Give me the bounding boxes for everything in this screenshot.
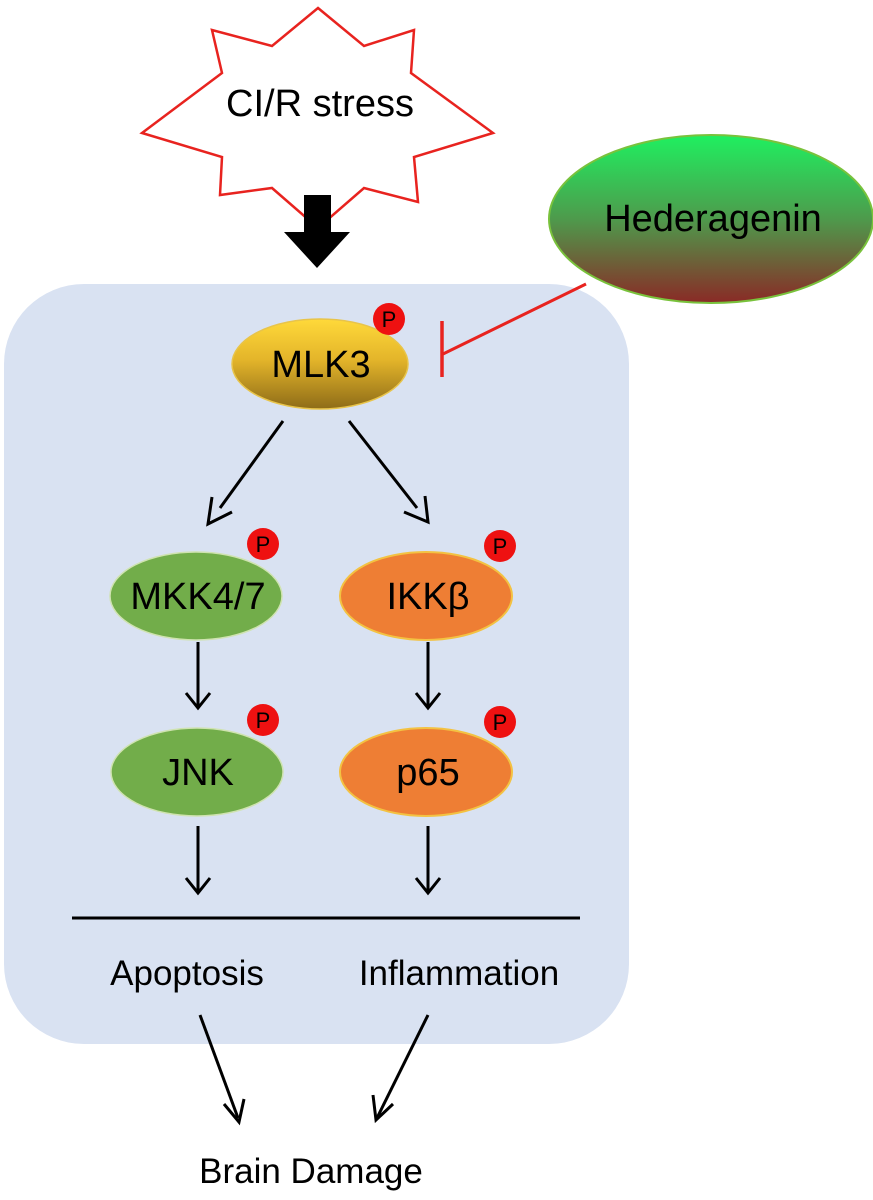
inhibition-line: [442, 282, 587, 356]
p65-ellipse: [339, 727, 513, 817]
stimulus-star: CI/R stress: [139, 6, 496, 230]
ikkb-label: IKKβ: [386, 576, 469, 618]
mlk3-ellipse: [231, 318, 409, 410]
inflammation-label: Inflammation: [359, 954, 559, 993]
mkk47-phospho-label: P: [256, 532, 271, 557]
hederagenin-node: Hederagenin: [548, 134, 873, 304]
p65-phospho-label: P: [493, 710, 508, 735]
node-ikkb: IKKβ P: [339, 530, 516, 641]
arrow-jnk-to-apoptosis: [184, 826, 212, 896]
arrow-ikkb-to-p65: [414, 642, 442, 711]
jnk-phospho-label: P: [256, 708, 271, 733]
arrow-mkk47-to-jnk: [184, 642, 212, 711]
mkk47-ellipse: [109, 551, 283, 641]
brain-damage-label: Brain Damage: [199, 1152, 423, 1191]
hederagenin-ellipse: [548, 134, 873, 304]
node-mlk3: MLK3 P: [231, 303, 409, 410]
p65-label: p65: [396, 752, 459, 794]
phospho-icon: [373, 303, 405, 335]
phospho-icon: [247, 704, 279, 736]
arrow-apoptosis-to-brain-damage: [198, 1014, 246, 1126]
ikkb-ellipse: [339, 551, 513, 641]
hederagenin-label: Hederagenin: [604, 198, 822, 240]
mlk3-phospho-label: P: [382, 307, 397, 332]
mkk47-label: MKK4/7: [130, 576, 265, 618]
arrow-p65-to-inflammation: [414, 826, 442, 896]
phospho-icon: [484, 706, 516, 738]
apoptosis-label: Apoptosis: [110, 954, 264, 993]
jnk-label: JNK: [162, 752, 234, 794]
inhibition-symbol: [440, 282, 587, 377]
mlk3-label: MLK3: [271, 344, 370, 386]
node-p65: p65 P: [339, 706, 516, 817]
phospho-icon: [247, 528, 279, 560]
stimulus-label: CI/R stress: [226, 83, 414, 125]
cell-background: [4, 284, 629, 1044]
arrow-mlk3-to-mkk47: [206, 420, 285, 527]
node-mkk47: MKK4/7 P: [109, 528, 283, 641]
big-down-arrow: [284, 195, 350, 268]
node-jnk: JNK P: [110, 704, 284, 817]
arrow-inflammation-to-brain-damage: [371, 1014, 430, 1124]
jnk-ellipse: [110, 727, 284, 817]
arrow-mlk3-to-ikkb: [347, 420, 430, 525]
ikkb-phospho-label: P: [493, 534, 508, 559]
phospho-icon: [484, 530, 516, 562]
